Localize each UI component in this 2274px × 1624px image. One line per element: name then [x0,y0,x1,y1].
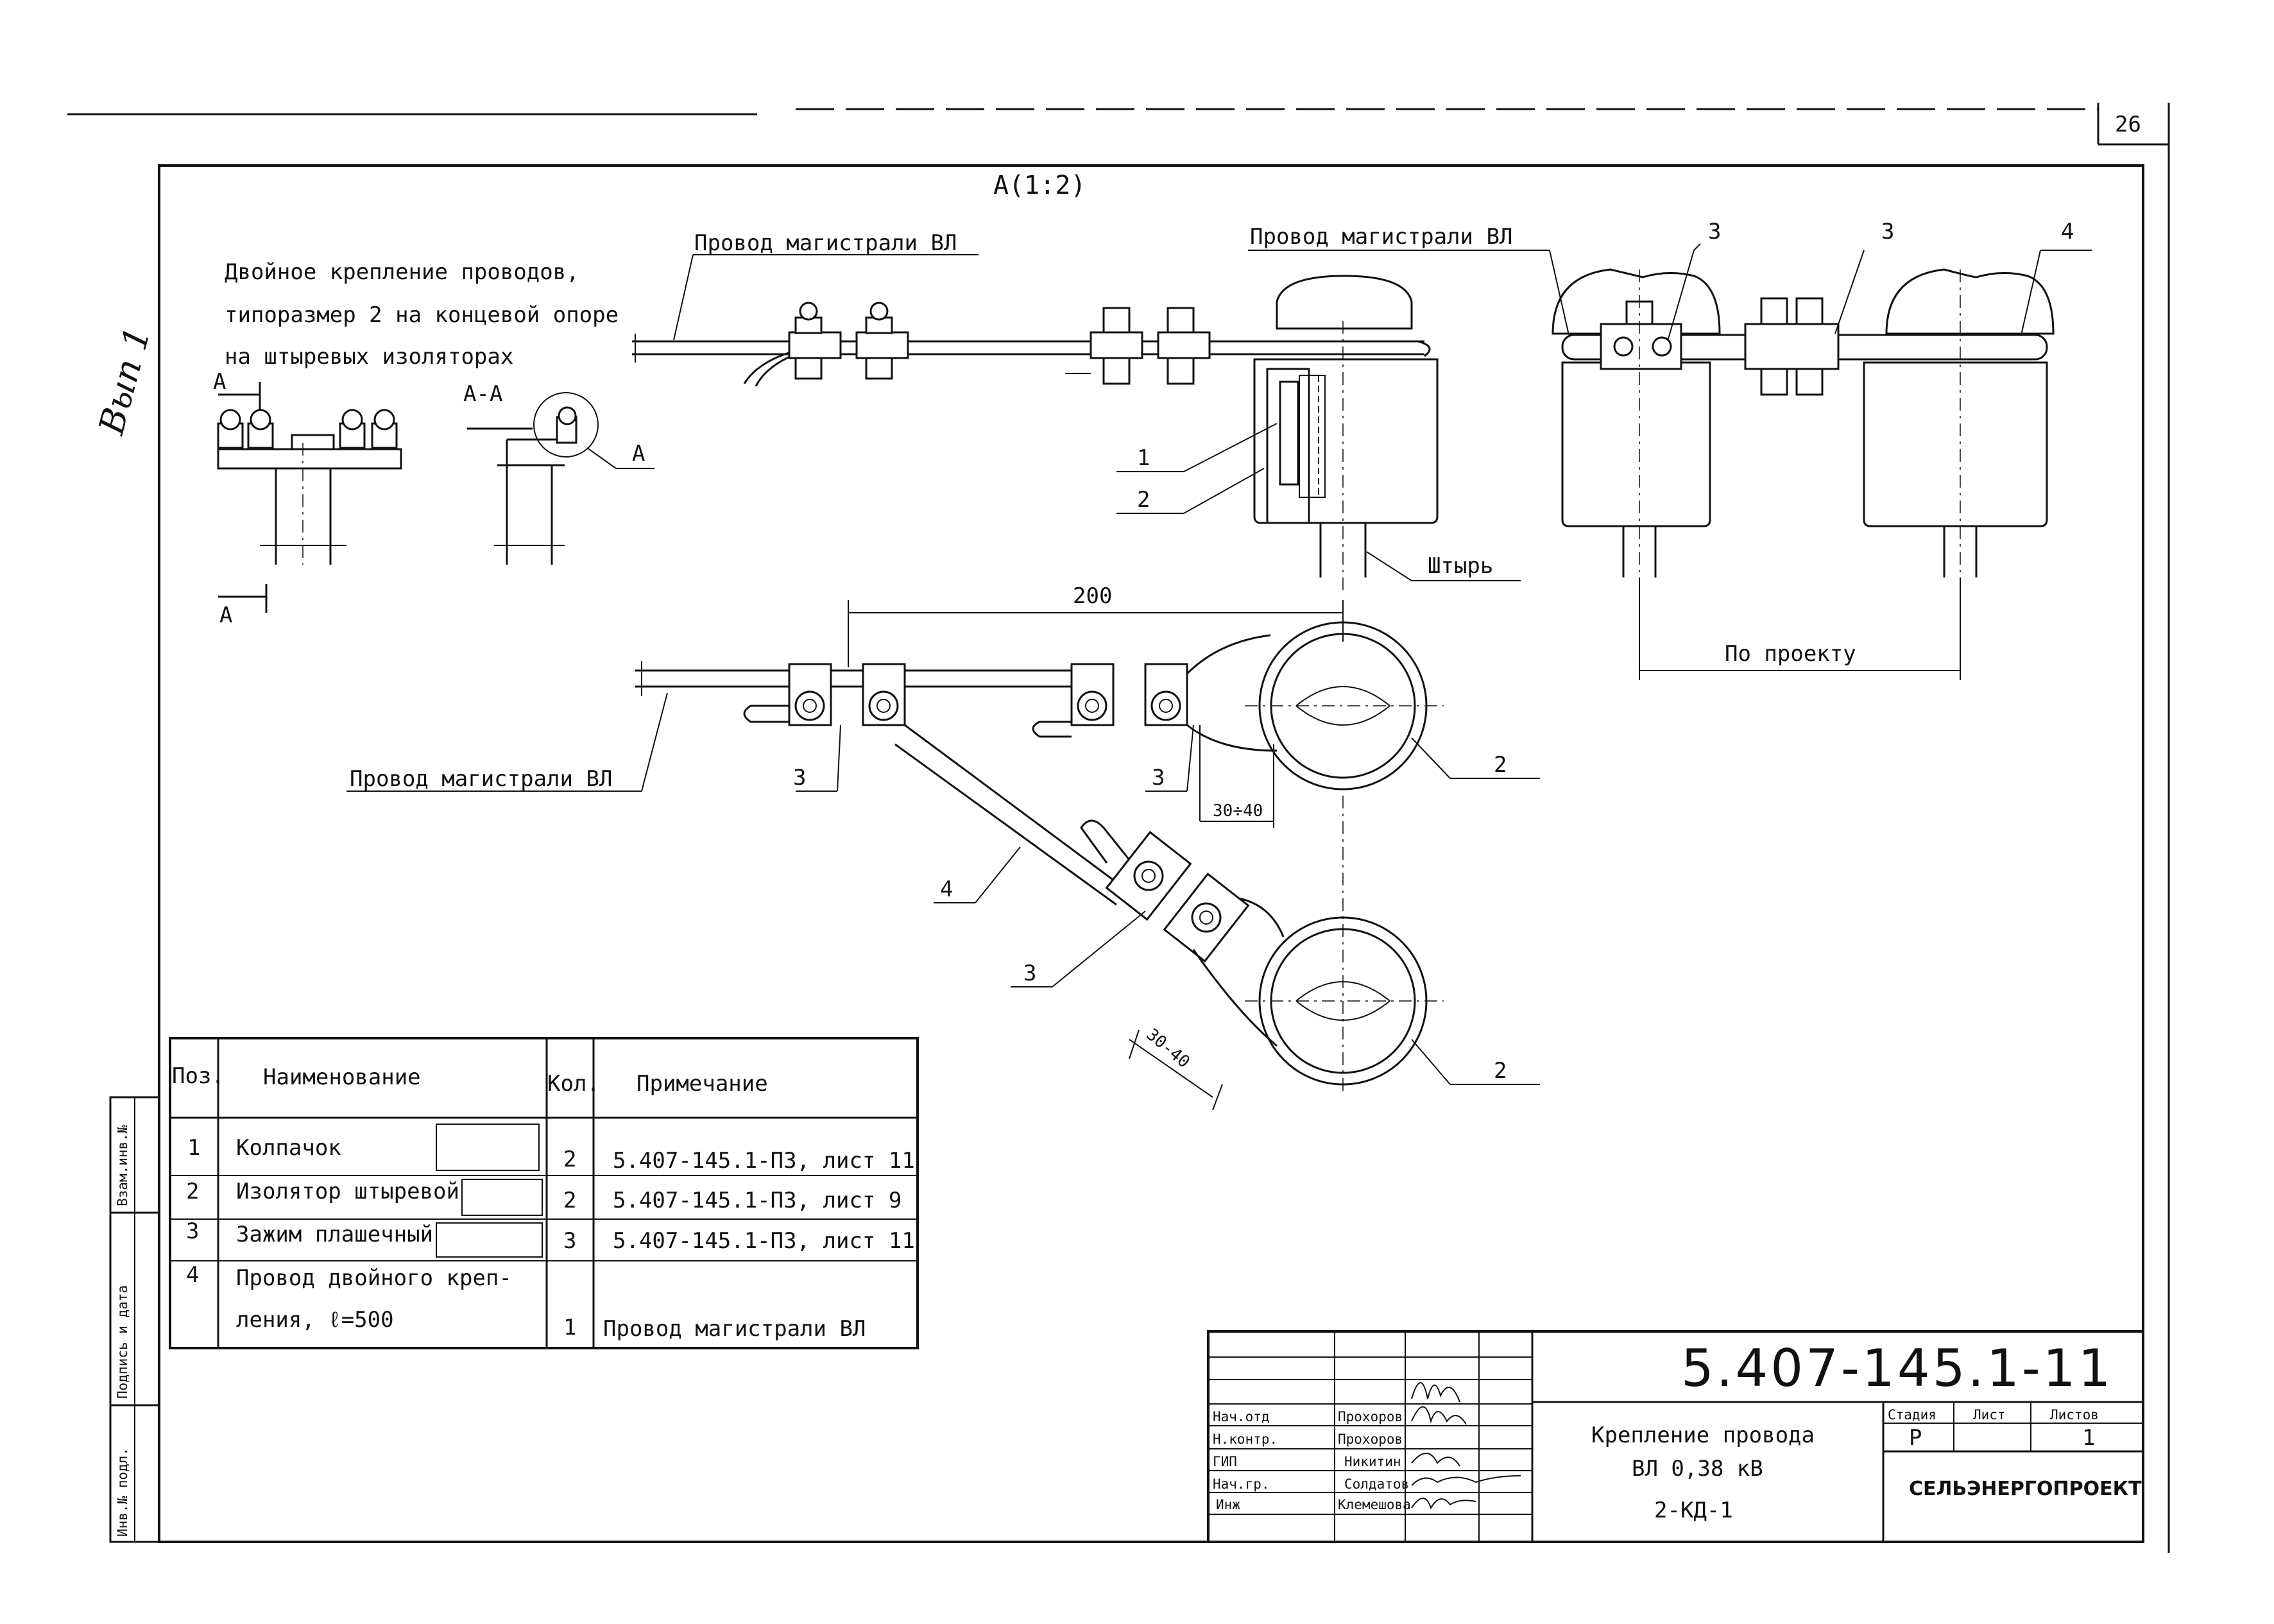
dimension-30-40-a: 30÷40 [1213,801,1263,821]
spec-row-2-pos: 2 [186,1179,199,1204]
callout-wire-main-3: Провод магистрали ВЛ [350,766,612,792]
sheets-value: 1 [2082,1425,2095,1451]
spec-row-2-name: Изолятор штыревой [236,1179,459,1204]
callout-pin: Штырь [1428,553,1493,579]
spec-row-4-name: Провод двойного креп- [236,1265,512,1291]
dimension-200: 200 [1073,583,1112,609]
spec-table [169,1037,919,1349]
staff-role-2: Н.контр. [1213,1432,1278,1447]
section-label-a-top: А [213,369,226,395]
drawing-code: 5.407-145.1-11 [1681,1338,2114,1398]
side-stamp-original-inv: Инв.№ подл. [115,1448,130,1537]
description-line-1: Двойное крепление проводов, [225,259,579,285]
spec-header-pos: Поз. [172,1063,225,1089]
spec-row-1-name: Колпачок [236,1135,341,1161]
section-label-a-circle: А [632,441,645,466]
callout-pos-3-side-b: 3 [1152,765,1165,791]
side-stamp-replaced-inv: Взам.инв.№ [115,1125,130,1206]
spec-header-qty: Кол. [547,1071,600,1097]
description: Двойное крепление проводов, типоразмер 2… [225,259,619,370]
spec-row-1-note: 5.407-145.1-ПЗ, лист 11 [613,1148,915,1174]
callout-pos-4-side: 4 [940,876,953,902]
spec-row-3-pos: 3 [186,1218,199,1244]
callout-wire-main-2: Провод магистрали ВЛ [1250,224,1512,250]
description-line-3: на штыревых изоляторах [225,344,513,370]
signatures [1411,1382,1521,1510]
staff-role-3: ГИП [1213,1454,1237,1469]
end-view [1552,268,2055,603]
staff-name-1: Прохоров [1338,1409,1403,1424]
side-view-leaders [673,254,1521,581]
stage-value: Р [1909,1425,1922,1451]
title-block [1207,1330,2144,1543]
callout-pos-4-top: 4 [2061,219,2074,244]
end-view-leaders [1248,243,2092,680]
staff-name-5: Клемешова [1338,1497,1411,1512]
description-line-2: типоразмер 2 на концевой опоре [225,302,619,328]
drawing-frame [158,164,2144,1543]
side-view [632,275,1439,590]
stage-label: Стадия [1888,1407,1936,1423]
spec-row-2-qty: 2 [563,1188,576,1213]
view-label: А(1:2) [993,171,1086,200]
section-label-aa: А-А [463,381,502,407]
spec-row-2-note: 5.407-145.1-ПЗ, лист 9 [613,1188,902,1213]
scheme-front-view [217,382,402,613]
plan-view-leaders [346,692,1540,1085]
callout-by-project: По проекту [1725,641,1856,667]
page-number: 26 [2115,112,2141,137]
spec-row-4-note: Провод магистрали ВЛ [603,1316,866,1342]
staff-role-4: Нач.гр. [1213,1476,1270,1492]
side-stamp-signature-date: Подпись и дата [115,1285,130,1399]
spec-row-3-name: Зажим плашечный [236,1222,433,1247]
callout-pos-3-top-a: 3 [1708,219,1721,244]
spec-header-note: Примечание [637,1071,768,1097]
spec-row-3-note: 5.407-145.1-ПЗ, лист 11 [613,1228,915,1254]
staff-list: Нач.отд Прохоров Н.контр. Прохоров ГИП Н… [1213,1409,1411,1512]
callout-pos-2-top-b: 2 [1494,1058,1507,1084]
scheme-section-aa [467,392,654,565]
spec-row-1-qty: 2 [563,1147,576,1172]
spec-row-1-pos: 1 [187,1135,200,1161]
drawing-title-line-1: Крепление провода [1591,1423,1815,1448]
staff-name-4: Солдатов [1344,1476,1409,1492]
section-label-a-bottom: А [219,603,232,628]
callout-pos-3-top-c: 3 [1023,961,1036,986]
sheets-label: Листов [2050,1407,2099,1423]
callout-pos-3-top-b: 3 [1881,219,1894,244]
callout-pos-3-side-a: 3 [793,765,806,791]
spec-row-4-name-cont: ления, ℓ=500 [236,1307,394,1333]
staff-name-3: Никитин [1344,1454,1401,1469]
spec-row-4-pos: 4 [186,1262,199,1288]
handwritten-note: Вып 1 [90,323,158,439]
callout-pos-2-top-a: 2 [1494,752,1507,778]
callout-wire-main-1: Провод магистрали ВЛ [694,230,957,256]
side-stamp [109,1096,160,1543]
sheet-label: Лист [1973,1407,2006,1423]
staff-role-5: Инж [1216,1497,1240,1512]
spec-row-4-qty: 1 [563,1315,576,1340]
dimension-30-40-b: 30-40 [1143,1025,1193,1072]
plan-view [635,600,1444,1111]
callout-pos-2-side: 2 [1137,487,1150,513]
spec-header-name: Наименование [263,1064,421,1090]
staff-role-1: Нач.отд [1213,1409,1270,1424]
drawing-title-line-3: 2-КД-1 [1654,1498,1733,1523]
spec-row-3-qty: 3 [563,1228,576,1254]
organization: СЕЛЬЭНЕРГОПРОЕКТ [1909,1478,2142,1500]
staff-name-2: Прохоров [1338,1432,1403,1447]
drawing-title-line-2: ВЛ 0,38 кВ [1632,1456,1763,1482]
callout-pos-1: 1 [1137,445,1150,471]
sheet-trim [67,103,2170,1553]
